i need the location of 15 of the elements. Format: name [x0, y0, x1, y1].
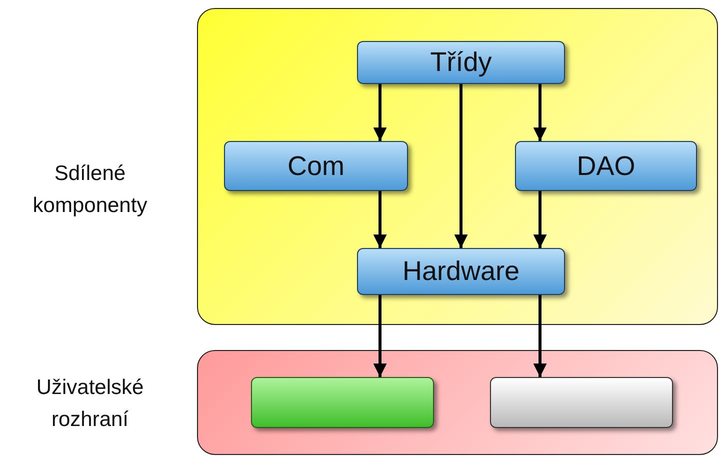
- component-box: [251, 377, 434, 428]
- group-heading: Sdílené komponenty: [32, 161, 148, 218]
- component-box: Com: [224, 141, 408, 191]
- arrow: [373, 191, 387, 248]
- arrow: [454, 84, 468, 248]
- group-heading: Uživatelské rozhraní: [35, 375, 145, 432]
- arrow: [373, 295, 387, 377]
- arrow: [533, 191, 547, 248]
- component-box: Hardware: [357, 248, 565, 295]
- component-box: [490, 377, 673, 428]
- arrow: [373, 84, 387, 141]
- arrow: [533, 84, 547, 141]
- arrow: [533, 295, 547, 377]
- component-box: DAO: [515, 141, 697, 191]
- component-box: Třídy: [357, 41, 565, 84]
